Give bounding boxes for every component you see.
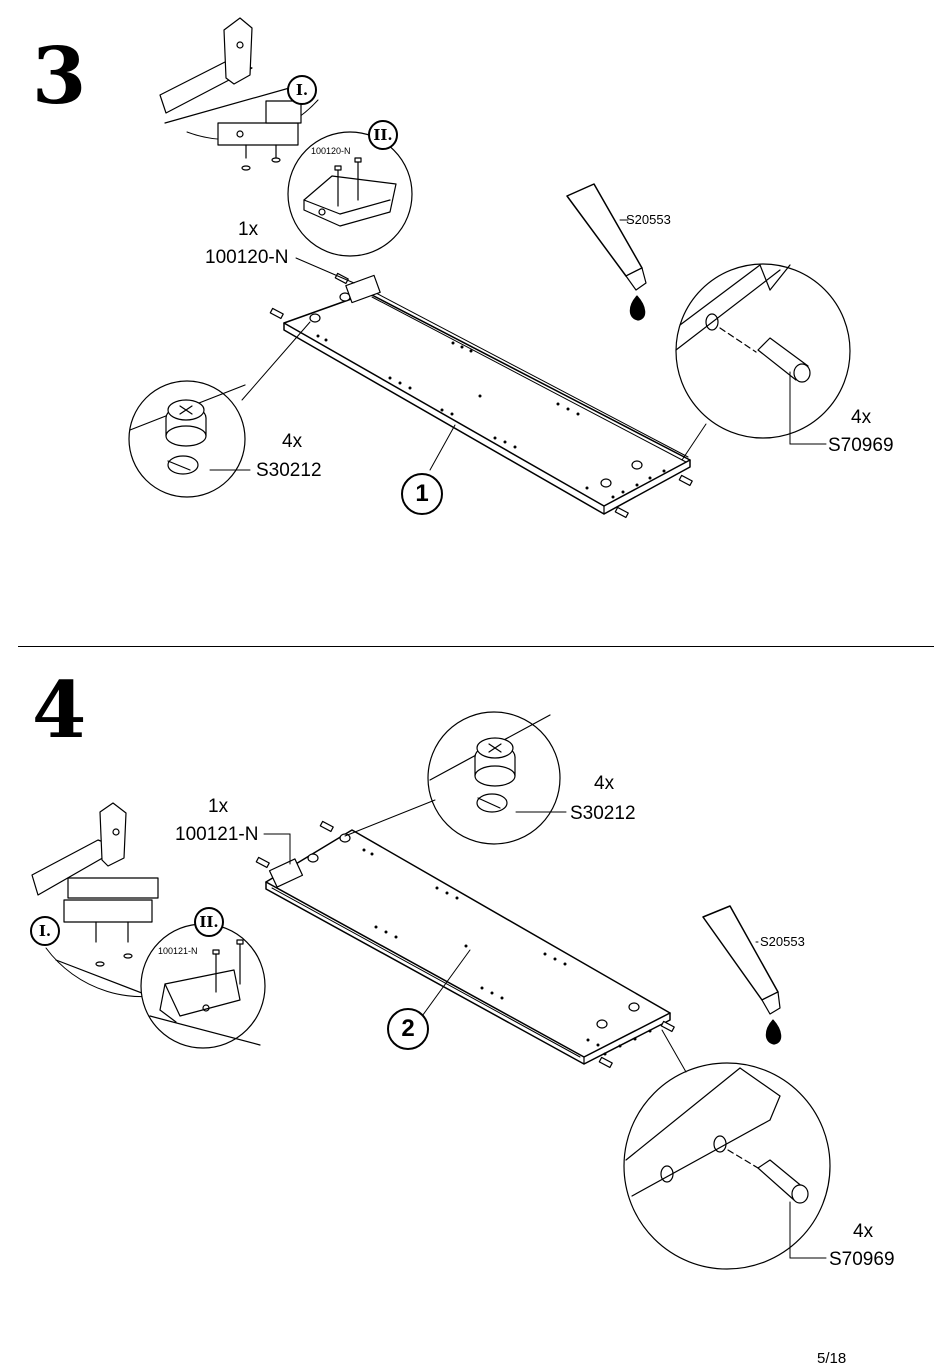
panel-number: 2 [387,1008,429,1050]
hammer-detail-4 [31,802,187,1011]
bracket-quantity: 1x [208,796,229,817]
screw-detail-4 [140,923,266,1049]
detail-II-marker: II. [368,120,398,150]
leader-lines-3 [209,219,827,471]
glue-code: S20553 [760,934,805,949]
glue-tube-3 [566,183,647,321]
dowel-quantity: 4x [853,1221,874,1242]
detail-I-marker: I. [287,75,317,105]
bracket-quantity: 1x [238,219,259,240]
dowel-quantity: 4x [851,407,872,428]
panel-2-drawing [255,820,675,1069]
screw-detail-3 [287,131,413,257]
step-number: 3 [32,31,87,122]
detail-part-code: 100121-N [158,946,198,956]
detail-I-marker: I. [30,916,60,946]
cam-code: S30212 [256,460,322,481]
step-number: 4 [32,665,87,756]
dowel-code: S70969 [828,435,894,456]
bracket-code: 100120-N [205,247,289,268]
bracket-code: 100121-N [175,824,259,845]
cam-quantity: 4x [282,431,303,452]
cam-fitting-detail-4 [427,711,561,845]
dowel-detail-3 [675,263,851,439]
step-divider [18,646,934,647]
panel-number: 1 [401,473,443,515]
hammer-detail-3 [159,17,319,171]
dowel-detail-4 [623,1062,831,1270]
cam-quantity: 4x [594,773,615,794]
panel-1-drawing [269,272,693,519]
detail-II-marker: II. [194,907,224,937]
glue-tube-4 [702,905,782,1045]
cam-fitting-detail-3 [128,380,246,498]
glue-code: S20553 [626,212,671,227]
dowel-code: S70969 [829,1249,895,1270]
cam-code: S30212 [570,803,636,824]
page-number: 5/18 [817,1350,847,1367]
detail-part-code: 100120-N [311,146,351,156]
